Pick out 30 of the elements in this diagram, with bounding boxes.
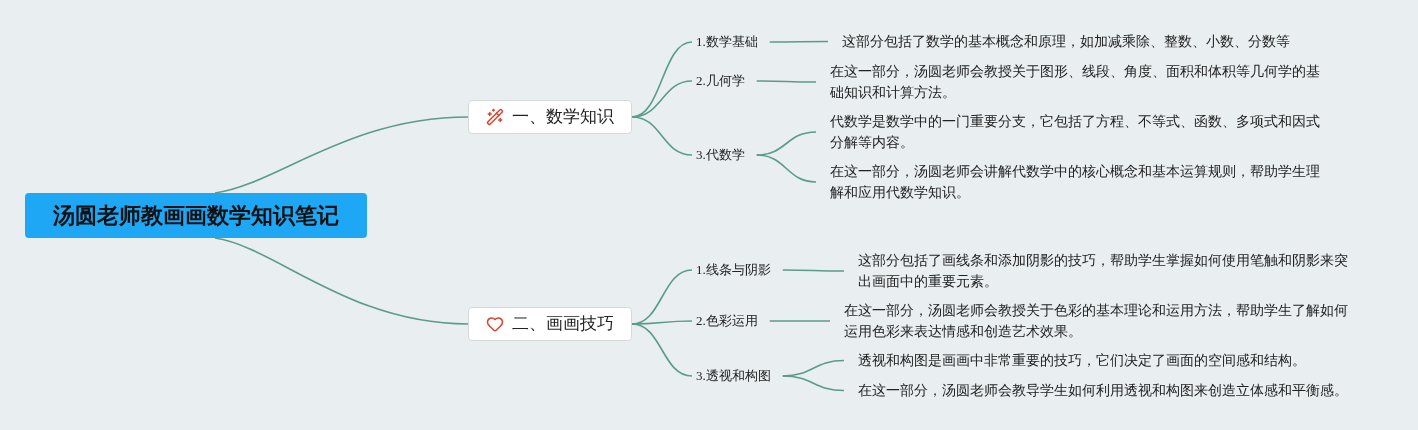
subtopic-label: 2.几何学 [696, 73, 745, 88]
root-topic-box [25, 193, 367, 238]
topic-label: 二、画画技巧 [512, 312, 614, 336]
subtopic-label: 1.线条与阴影 [696, 262, 771, 277]
description-text: 这部分包括了数学的基本概念和原理，如加减乘除、整数、小数、分数等 [842, 33, 1290, 49]
subtopic-label: 3.透视和构图 [696, 368, 771, 383]
branch-line [755, 80, 817, 83]
description-text: 代数学是数学中的一门重要分支，它包括了方程、不等式、函数、多项式和因式分解等内容。 [830, 113, 1320, 150]
subtopic-label: 3.代数学 [696, 147, 745, 162]
description-text: 在这一部分，汤圆老师会教授关于图形、线段、角度、面积和体积等几何学的基础知识和计算方法。 [830, 63, 1320, 100]
branch-line [631, 116, 693, 156]
root-title: 汤圆老师教画画数学知识笔记 [53, 202, 339, 230]
branch-line [781, 269, 845, 272]
topic-box [468, 100, 632, 134]
branch-line [768, 320, 831, 322]
description-text: 在这一部分，汤圆老师会讲解代数学中的核心概念和基本运算规则，帮助学生理解和应用代数学知识。 [830, 163, 1320, 200]
branch-line [781, 375, 845, 392]
topic-box [468, 307, 632, 341]
subtopic-label: 2.色彩运用 [696, 313, 758, 328]
description-text: 这部分包括了画线条和添加阴影的技巧，帮助学生掌握如何使用笔触和阴影来突出画面中的重要元素。 [858, 252, 1348, 289]
branch-line [214, 237, 469, 325]
description-text: 在这一部分，汤圆老师会教授关于色彩的基本理论和运用方法，帮助学生了解如何运用色彩来表达情感和创造艺术效果。 [844, 302, 1348, 339]
description-text: 透视和构图是画画中非常重要的技巧，它们决定了画面的空间感和结构。 [858, 352, 1306, 368]
topic-label: 一、数学知识 [512, 105, 614, 129]
branch-line [755, 154, 817, 183]
subtopic-label: 1.数学基础 [696, 34, 758, 49]
branch-line [631, 323, 693, 377]
branch-line [768, 40, 829, 43]
description-text: 在这一部分，汤圆老师会教导学生如何利用透视和构图来创造立体感和平衡感。 [858, 382, 1348, 398]
branch-line [214, 116, 469, 194]
